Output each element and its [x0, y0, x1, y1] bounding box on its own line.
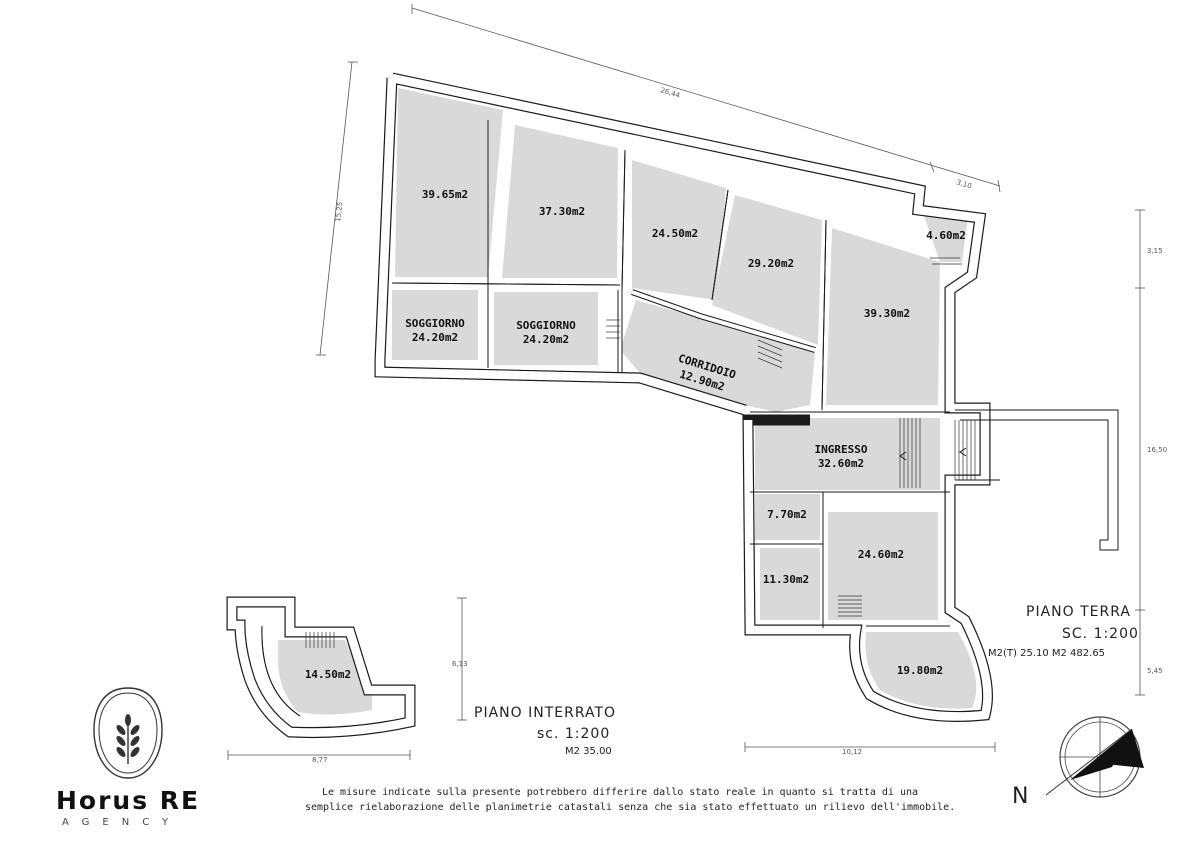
room-area-label: 24.20m2 [412, 331, 458, 344]
compass-north-label: N [1012, 784, 1029, 809]
basement-plan [226, 596, 416, 739]
room-fills [392, 88, 977, 709]
room-area-label: 11.30m2 [763, 573, 809, 586]
room-name-label: INGRESSO [815, 443, 868, 456]
piano-interrato-area: M2 35.00 [565, 746, 612, 757]
room-area-label: 24.50m2 [652, 227, 698, 240]
room-area-label: 7.70m2 [767, 508, 807, 521]
dimension-top-right: 3,10 [955, 178, 972, 190]
dimension-right-bottom: 5,45 [1147, 667, 1163, 675]
room-area-label: 24.20m2 [523, 333, 569, 346]
room-area-label: 24.60m2 [858, 548, 904, 561]
dimension-basement-right: 6,13 [452, 660, 468, 668]
compass-icon [1045, 716, 1144, 798]
stairs [606, 257, 976, 617]
piano-interrato-scale: sc. 1:200 [537, 726, 611, 742]
disclaimer-line-1: Le misure indicate sulla presente potreb… [322, 787, 919, 798]
disclaimer-line-2: semplice rielaborazione delle planimetri… [305, 802, 956, 813]
room-name-label: SOGGIORNO [516, 319, 576, 332]
room-area-label: 29.20m2 [748, 257, 794, 270]
room-area-label: 14.50m2 [305, 668, 351, 681]
walls [374, 72, 1119, 722]
room-area-label: 4.60m2 [926, 229, 966, 242]
room-name-label: SOGGIORNO [405, 317, 465, 330]
piano-terra-scale: SC. 1:200 [1062, 626, 1139, 642]
leaf-icon [116, 714, 140, 764]
logo-name: Horus RE [56, 786, 201, 815]
room-area-label: 39.65m2 [422, 188, 468, 201]
room-area-label: 32.60m2 [818, 457, 864, 470]
logo-mark [93, 687, 163, 779]
dimension-bottom: 10,12 [842, 748, 862, 756]
dimension-right-mid: 16,50 [1147, 446, 1167, 454]
piano-terra-areas: M2(T) 25.10 M2 482.65 [988, 648, 1106, 659]
dimension-basement-bottom: 8,77 [312, 756, 328, 764]
dimension-left: 15,25 [334, 201, 344, 222]
piano-interrato-title: PIANO INTERRATO [474, 705, 617, 721]
room-area-label: 19.80m2 [897, 664, 943, 677]
room-area-label: 37.30m2 [539, 205, 585, 218]
piano-terra-title: PIANO TERRA [1026, 604, 1131, 620]
room-area-label: 39.30m2 [864, 307, 910, 320]
dimension-lines [227, 4, 1145, 760]
logo-tagline: AGENCY [62, 817, 182, 828]
dimension-right-top: 3,15 [1147, 247, 1163, 255]
